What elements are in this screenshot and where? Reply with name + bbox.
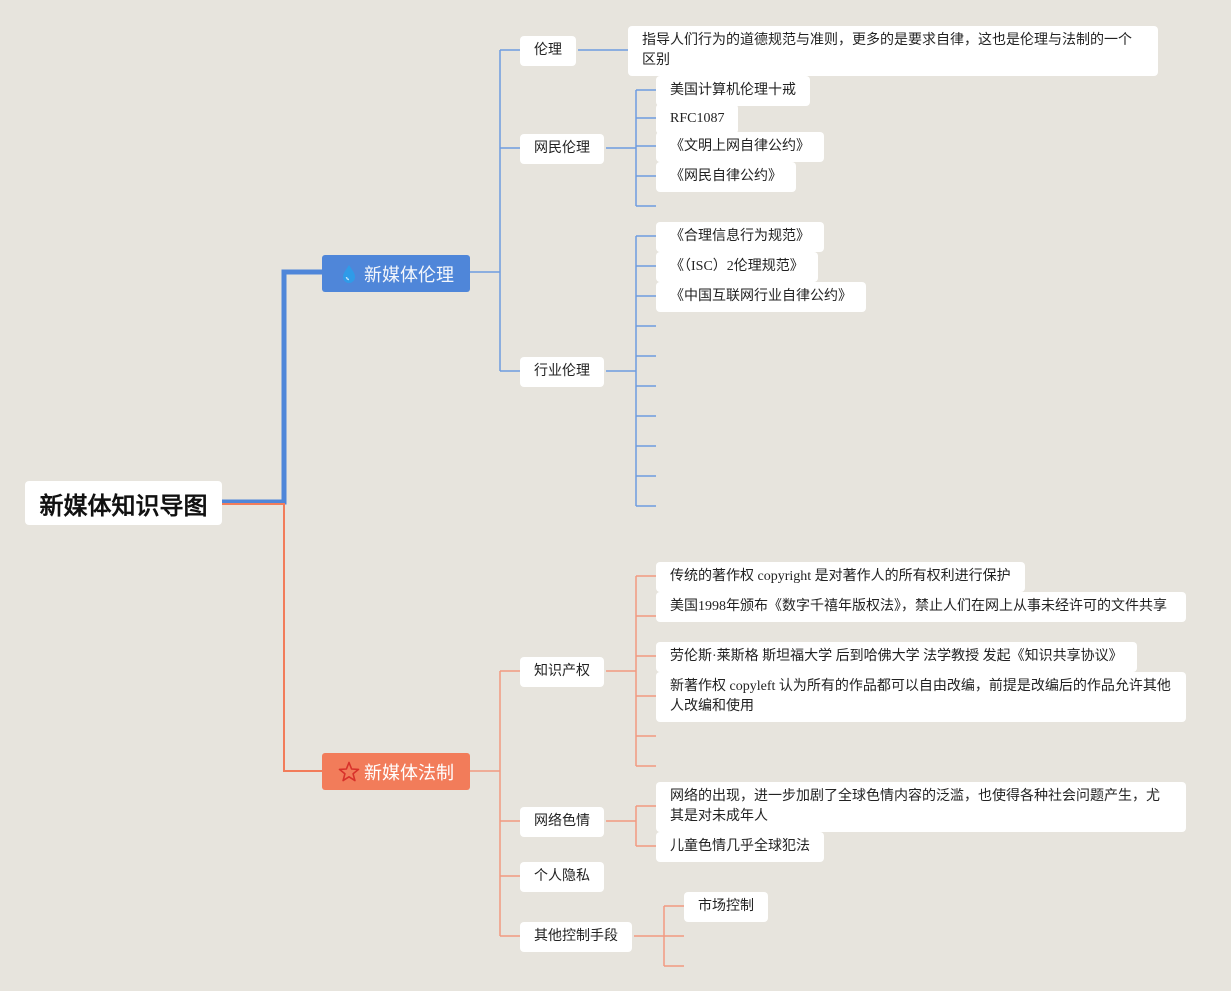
detail-copyleft[interactable]: 新著作权 copyleft 认为所有的作品都可以自由改编，前提是改编后的作品允许… — [656, 672, 1186, 722]
detail-netizen-pact[interactable]: 《网民自律公约》 — [656, 162, 796, 192]
topic-industry-ethics[interactable]: 行业伦理 — [520, 357, 604, 387]
detail-civilized-online-pact[interactable]: 《文明上网自律公约》 — [656, 132, 824, 162]
topic-ethics[interactable]: 伦理 — [520, 36, 576, 66]
detail-child-porn-illegal[interactable]: 儿童色情几乎全球犯法 — [656, 832, 824, 862]
detail-market-control[interactable]: 市场控制 — [684, 892, 768, 922]
topic-netizen-ethics[interactable]: 网民伦理 — [520, 134, 604, 164]
water-drop-icon — [338, 263, 360, 285]
topic-personal-privacy[interactable]: 个人隐私 — [520, 862, 604, 892]
branch-label: 新媒体法制 — [364, 762, 454, 784]
detail-china-internet-pact[interactable]: 《中国互联网行业自律公约》 — [656, 282, 866, 312]
branch-new-media-law[interactable]: 新媒体法制 — [322, 753, 470, 790]
detail-porn-spread[interactable]: 网络的出现，进一步加剧了全球色情内容的泛滥，也使得各种社会问题产生，尤其是对未成… — [656, 782, 1186, 832]
root-node[interactable]: 新媒体知识导图 — [25, 481, 222, 525]
detail-info-behavior-norms[interactable]: 《合理信息行为规范》 — [656, 222, 824, 252]
star-icon — [338, 761, 360, 783]
branch-label: 新媒体伦理 — [364, 264, 454, 286]
topic-other-controls[interactable]: 其他控制手段 — [520, 922, 632, 952]
detail-creative-commons[interactable]: 劳伦斯·莱斯格 斯坦福大学 后到哈佛大学 法学教授 发起《知识共享协议》 — [656, 642, 1137, 672]
detail-computer-ethics-commandments[interactable]: 美国计算机伦理十戒 — [656, 76, 810, 106]
topic-intellectual-property[interactable]: 知识产权 — [520, 657, 604, 687]
branch-new-media-ethics[interactable]: 新媒体伦理 — [322, 255, 470, 292]
topic-online-pornography[interactable]: 网络色情 — [520, 807, 604, 837]
detail-copyright[interactable]: 传统的著作权 copyright 是对著作人的所有权利进行保护 — [656, 562, 1025, 592]
detail-dmca[interactable]: 美国1998年颁布《数字千禧年版权法》，禁止人们在网上从事未经许可的文件共享 — [656, 592, 1186, 622]
detail-isc2-ethics[interactable]: 《（ISC）2伦理规范》 — [656, 252, 818, 282]
detail-ethics-definition[interactable]: 指导人们行为的道德规范与准则，更多的是要求自律，这也是伦理与法制的一个区别 — [628, 26, 1158, 76]
detail-rfc1087[interactable]: RFC1087 — [656, 104, 739, 134]
